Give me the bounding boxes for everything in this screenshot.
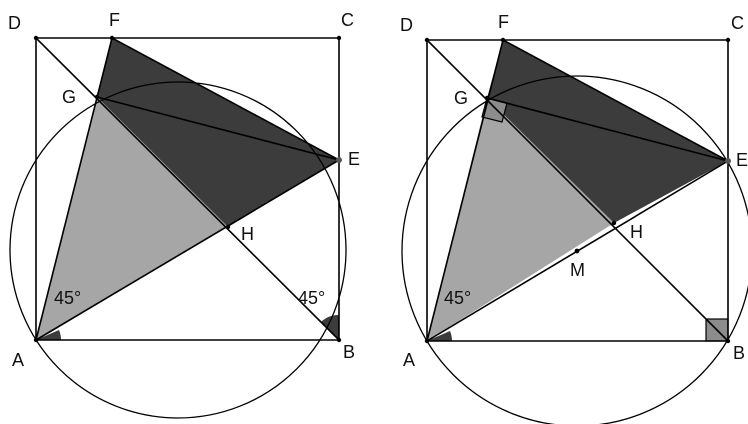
point-f — [109, 35, 115, 41]
label-d: D — [8, 13, 21, 33]
point-f — [500, 37, 506, 43]
label-h: H — [630, 222, 643, 242]
label-m: M — [570, 260, 585, 280]
point-d — [424, 37, 430, 43]
label-e: E — [736, 150, 748, 170]
circle-right — [401, 75, 748, 424]
segment-ae — [35, 159, 340, 341]
circle-left — [9, 81, 347, 419]
label-f: F — [109, 10, 120, 30]
label-h: H — [241, 224, 254, 244]
angle-label-b: 45° — [298, 288, 325, 308]
diagonal-db — [35, 37, 340, 341]
diagonal-db — [426, 39, 729, 342]
point-m — [574, 248, 580, 254]
label-g: G — [454, 88, 468, 108]
segment-ge — [96, 96, 340, 161]
point-c — [336, 35, 342, 41]
angle-marker-a — [427, 331, 453, 341]
light-triangle-agh — [36, 97, 228, 340]
figure-right: D F C G E H M A B 45° — [400, 12, 748, 424]
point-b — [336, 337, 342, 343]
angle-marker-b — [321, 314, 339, 340]
point-d — [33, 35, 39, 41]
angle-label-a: 45° — [444, 288, 471, 308]
segment-fe — [111, 37, 340, 161]
figure-left: D F C G E H A B 45° 45° — [8, 10, 360, 419]
angle-marker-a — [36, 330, 62, 340]
label-c: C — [341, 10, 354, 30]
segment-ge — [486, 97, 729, 162]
label-g: G — [62, 87, 76, 107]
point-e — [725, 158, 731, 164]
angle-label-a: 45° — [54, 288, 81, 308]
point-g — [484, 95, 490, 101]
label-c: C — [731, 13, 744, 33]
label-a: A — [403, 350, 415, 370]
point-g — [94, 94, 100, 100]
label-a: A — [12, 350, 24, 370]
point-b — [725, 338, 731, 344]
point-a — [424, 338, 430, 344]
dark-quadrilateral-fehg — [97, 38, 339, 227]
label-b: B — [343, 342, 355, 362]
label-f: F — [498, 12, 509, 32]
point-e — [336, 157, 342, 163]
label-e: E — [348, 149, 360, 169]
label-d: D — [400, 15, 413, 35]
label-b: B — [733, 343, 745, 363]
segment-fe — [502, 39, 729, 162]
dark-quadrilateral-fehg — [487, 40, 728, 223]
segment-af — [35, 37, 113, 341]
point-h — [225, 224, 231, 230]
point-a — [33, 337, 39, 343]
segment-af — [426, 39, 504, 342]
point-h — [611, 220, 617, 226]
point-c — [725, 37, 731, 43]
